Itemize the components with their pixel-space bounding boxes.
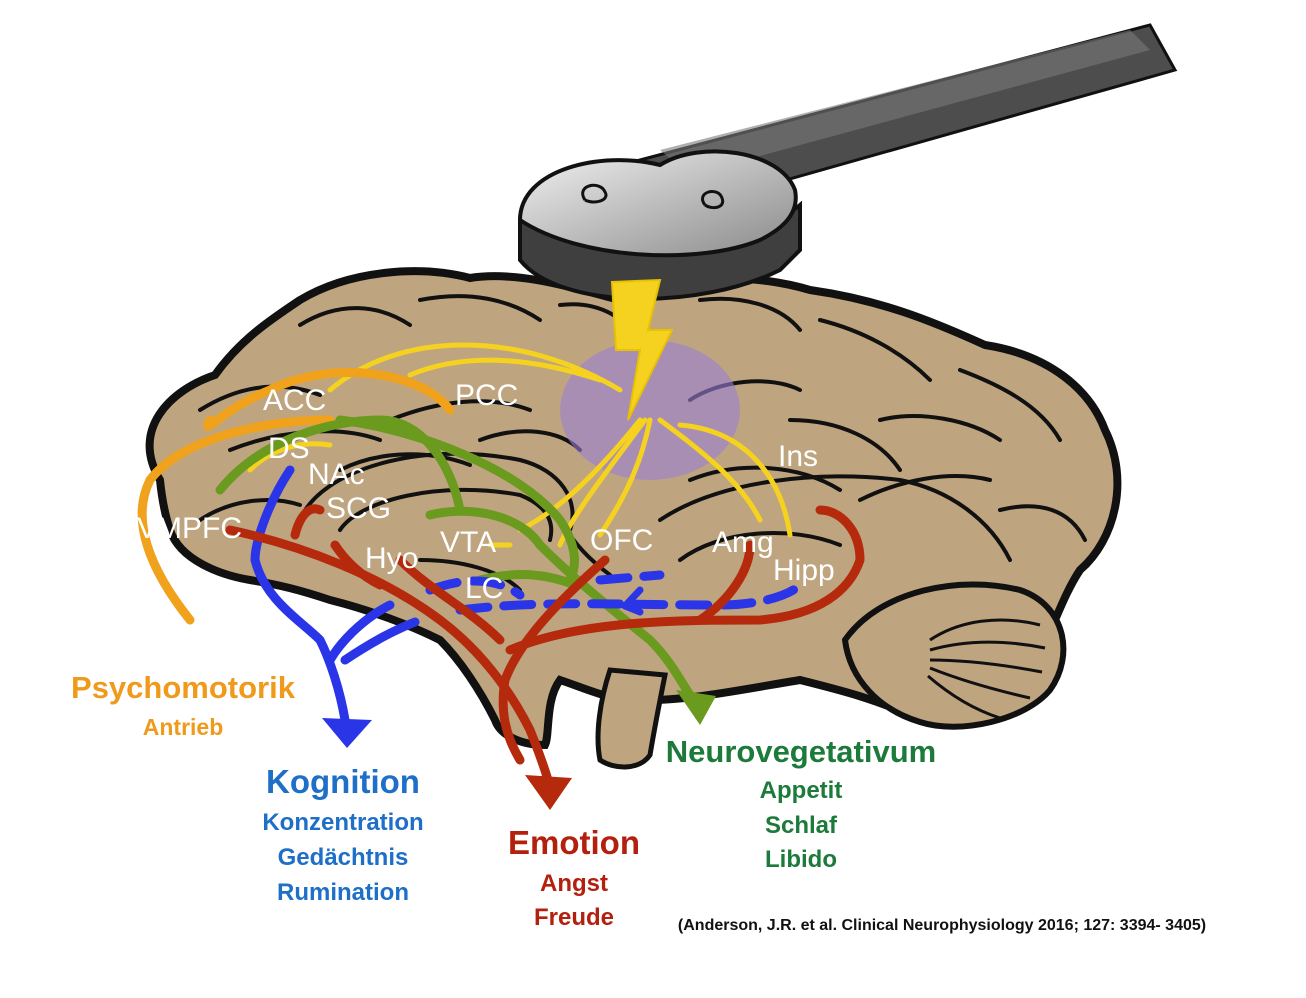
region-amg: Amg: [712, 526, 774, 559]
neurovegetativum-item-1: Schlaf: [765, 812, 838, 839]
neurovegetativum-item-2: Libido: [765, 846, 837, 873]
region-hyo: Hyo: [365, 542, 418, 575]
emotion-title: Emotion: [508, 824, 640, 861]
orange-pathways: [137, 368, 455, 665]
region-hipp: Hipp: [773, 554, 835, 587]
neurovegetativum-item-0: Appetit: [760, 777, 843, 804]
lightning-bolt-icon: [610, 278, 674, 421]
region-vta: VTA: [440, 526, 496, 559]
region-ofc: OFC: [590, 524, 653, 557]
region-pcc: PCC: [455, 379, 518, 412]
output-emotion: Emotion Angst Freude: [508, 824, 640, 931]
cerebellum-folia: [927, 618, 1046, 720]
psychomotorik-title: Psychomotorik: [71, 670, 296, 705]
emotion-item-1: Freude: [534, 904, 614, 931]
kognition-arrow: [322, 718, 372, 748]
region-ds: DS: [268, 432, 310, 465]
kognition-item-0: Konzentration: [262, 809, 423, 836]
region-acc: ACC: [263, 384, 326, 417]
citation: (Anderson, J.R. et al. Clinical Neurophy…: [678, 917, 1206, 934]
tms-coil-icon: [517, 23, 1178, 301]
brain: [145, 267, 1122, 770]
green-pathways: [215, 415, 716, 725]
region-nac: NAc: [308, 458, 365, 491]
emotion-arrow: [525, 775, 572, 810]
region-ins: Ins: [778, 440, 818, 473]
output-kognition: Kognition Konzentration Gedächtnis Rumin…: [262, 763, 423, 906]
sulci: [198, 294, 1087, 592]
neurovegetativum-arrow: [676, 690, 716, 725]
emotion-item-0: Angst: [540, 870, 608, 897]
region-lc: LC: [465, 572, 503, 605]
region-labels: ACC PCC DS NAc SCG VMPFC Hyo VTA LC OFC …: [137, 379, 835, 605]
psychomotorik-item-0: Antrieb: [143, 714, 224, 740]
kognition-title: Kognition: [266, 763, 420, 800]
brainstem: [595, 667, 668, 770]
red-pathways: [225, 504, 865, 810]
neurovegetativum-title: Neurovegetativum: [666, 734, 936, 769]
output-neurovegetativum: Neurovegetativum Appetit Schlaf Libido: [666, 734, 936, 873]
psychomotorik-arrow: [170, 620, 220, 665]
kognition-item-1: Gedächtnis: [278, 844, 409, 871]
kognition-item-2: Rumination: [277, 879, 409, 906]
region-vmpfc: VMPFC: [137, 512, 242, 545]
blue-pathways: [250, 465, 805, 748]
output-psychomotorik: Psychomotorik Antrieb: [71, 670, 296, 740]
region-scg: SCG: [326, 492, 391, 525]
